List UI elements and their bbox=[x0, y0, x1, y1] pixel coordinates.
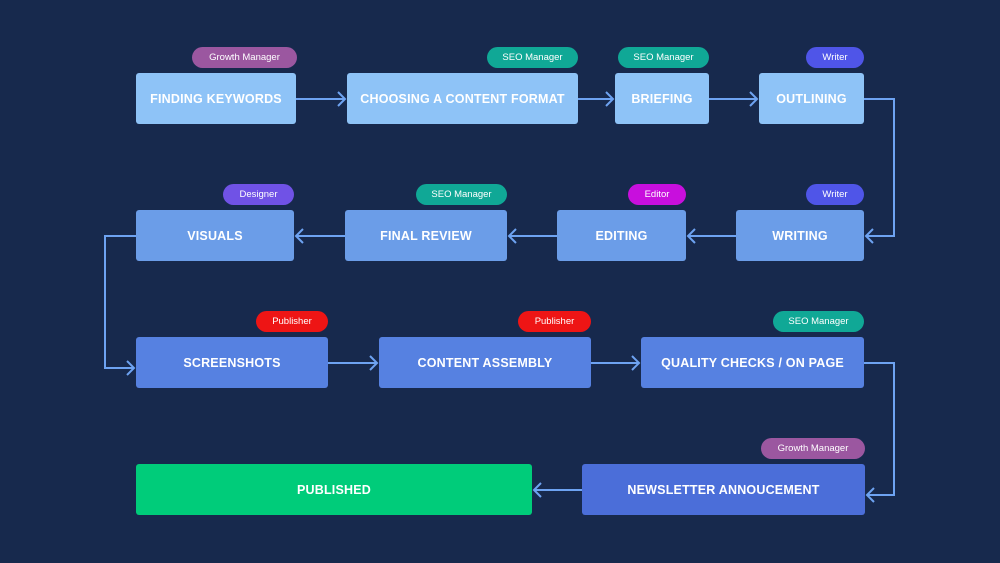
step-screenshots: SCREENSHOTS bbox=[136, 337, 328, 388]
step-published: PUBLISHED bbox=[136, 464, 532, 515]
step-content-assembly: CONTENT ASSEMBLY bbox=[379, 337, 591, 388]
edge-content-assembly-to-quality-checks bbox=[591, 355, 641, 371]
edge-choosing-format-to-briefing bbox=[578, 91, 615, 107]
edge-quality-checks-to-newsletter bbox=[864, 362, 895, 503]
step-editing: EDITING bbox=[557, 210, 686, 261]
edge-visuals-to-screenshots bbox=[104, 235, 136, 376]
arrowhead-icon bbox=[294, 228, 304, 244]
role-badge-publisher: Publisher bbox=[256, 311, 328, 332]
role-badge-editor: Editor bbox=[628, 184, 686, 205]
role-badge-writer: Writer bbox=[806, 184, 864, 205]
role-badge-seo-manager: SEO Manager bbox=[618, 47, 709, 68]
arrowhead-icon bbox=[507, 228, 517, 244]
step-visuals: VISUALS bbox=[136, 210, 294, 261]
step-briefing: BRIEFING bbox=[615, 73, 709, 124]
edge-outlining-to-writing bbox=[864, 98, 895, 244]
role-badge-writer: Writer bbox=[806, 47, 864, 68]
arrowhead-icon bbox=[631, 355, 641, 371]
role-badge-publisher: Publisher bbox=[518, 311, 591, 332]
edge-editing-to-final-review bbox=[507, 228, 557, 244]
edge-finding-keywords-to-choosing-format bbox=[296, 91, 347, 107]
step-finding-keywords: FINDING KEYWORDS bbox=[136, 73, 296, 124]
step-quality-checks-on-page: QUALITY CHECKS / ON PAGE bbox=[641, 337, 864, 388]
arrowhead-icon bbox=[686, 228, 696, 244]
edge-screenshots-to-content-assembly bbox=[328, 355, 379, 371]
arrowhead-icon bbox=[605, 91, 615, 107]
step-newsletter-annoucement: NEWSLETTER ANNOUCEMENT bbox=[582, 464, 865, 515]
step-writing: WRITING bbox=[736, 210, 864, 261]
role-badge-seo-manager: SEO Manager bbox=[773, 311, 864, 332]
arrowhead-icon bbox=[369, 355, 379, 371]
edge-final-review-to-visuals bbox=[294, 228, 345, 244]
edge-newsletter-to-published bbox=[532, 482, 582, 498]
role-badge-designer: Designer bbox=[223, 184, 294, 205]
arrowhead-icon bbox=[337, 91, 347, 107]
step-final-review: FINAL REVIEW bbox=[345, 210, 507, 261]
arrowhead-icon bbox=[532, 482, 542, 498]
role-badge-seo-manager: SEO Manager bbox=[416, 184, 507, 205]
edge-briefing-to-outlining bbox=[709, 91, 759, 107]
role-badge-growth-manager: Growth Manager bbox=[192, 47, 297, 68]
role-badge-growth-manager: Growth Manager bbox=[761, 438, 865, 459]
step-choosing-a-content-format: CHOOSING A CONTENT FORMAT bbox=[347, 73, 578, 124]
arrowhead-icon bbox=[864, 228, 874, 244]
arrowhead-icon bbox=[865, 487, 875, 503]
arrowhead-icon bbox=[126, 360, 136, 376]
step-outlining: OUTLINING bbox=[759, 73, 864, 124]
edge-writing-to-editing bbox=[686, 228, 736, 244]
role-badge-seo-manager: SEO Manager bbox=[487, 47, 578, 68]
arrowhead-icon bbox=[749, 91, 759, 107]
